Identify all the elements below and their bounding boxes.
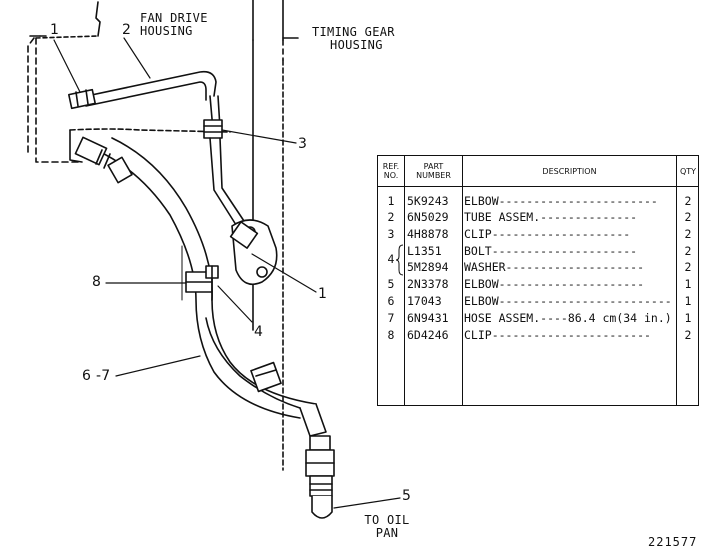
- callout-5: 5: [402, 488, 412, 504]
- row-part-number: 5K9243: [407, 194, 449, 208]
- row-ref: 7: [387, 311, 395, 325]
- row-qty: 1: [684, 294, 692, 308]
- table-row: 7 6N9431 HOSE ASSEM.----86.4 cm(34 in.) …: [378, 312, 698, 325]
- leader-lines: [53, 37, 401, 509]
- callout-1-right: 1: [318, 286, 328, 302]
- table-divider-qty: [676, 156, 677, 405]
- header-qty: QTY: [679, 166, 697, 176]
- to-oil-pan-line-2: PAN: [375, 526, 399, 540]
- table-row: 8 6D4246 CLIP----------------------- 2: [378, 329, 698, 342]
- row-ref: 1: [387, 194, 395, 208]
- row-description: CLIP-----------------------: [464, 329, 651, 342]
- fan-drive-housing-line-1: FAN DRIVE: [140, 11, 208, 25]
- to-oil-pan-label: TO OIL PAN: [362, 514, 412, 540]
- callout-6-7: 6 -7: [82, 368, 111, 384]
- table-row: 1 5K9243 ELBOW----------------------- 2: [378, 195, 698, 208]
- callout-2: 2: [122, 22, 132, 38]
- table-row: 2 6N5029 TUBE ASSEM.-------------- 2: [378, 211, 698, 224]
- table-divider-ref: [404, 156, 405, 405]
- row-description: ELBOW---------------------: [464, 278, 645, 291]
- row-ref: 2: [387, 210, 395, 224]
- row-ref: 8: [387, 328, 395, 342]
- row-qty: 1: [684, 277, 692, 291]
- row-description: ELBOW-----------------------: [464, 195, 658, 208]
- callout-1-top: 1: [50, 22, 60, 38]
- hose-assembly: [74, 136, 327, 437]
- table-row: 6 17043 ELBOW------------------------- 1: [378, 295, 698, 308]
- row-qty: 2: [684, 194, 692, 208]
- row-description: HOSE ASSEM.----86.4 cm(34 in.): [464, 312, 672, 325]
- row-description: TUBE ASSEM.--------------: [464, 211, 638, 224]
- fan-drive-housing-outline: [27, 1, 231, 163]
- row-qty: 1: [684, 311, 692, 325]
- table-row: 5M2894 WASHER-------------------- 2: [378, 261, 698, 274]
- table-row: 5 2N3378 ELBOW--------------------- 1: [378, 278, 698, 291]
- row-part-number: 5M2894: [407, 260, 449, 274]
- clip-lower: [250, 361, 282, 393]
- row-ref: 6: [387, 294, 395, 308]
- callout-3: 3: [298, 136, 308, 152]
- row-description: WASHER--------------------: [464, 261, 645, 274]
- row-part-number: 4H8878: [407, 227, 449, 241]
- row-ref: 3: [387, 227, 395, 241]
- row-qty: 2: [684, 244, 692, 258]
- fan-drive-housing-label: FAN DRIVE HOUSING: [140, 12, 208, 38]
- table-row: 3 4H8878 CLIP-------------------- 2: [378, 228, 698, 241]
- row-qty: 2: [684, 210, 692, 224]
- table-divider-part: [462, 156, 463, 405]
- row-description: CLIP--------------------: [464, 228, 631, 241]
- row-qty: 2: [684, 328, 692, 342]
- tube-assembly: [68, 70, 247, 229]
- callout-8: 8: [92, 274, 102, 290]
- header-part-line-1: PART: [423, 162, 444, 171]
- header-ref-line-1: REF.: [382, 162, 400, 171]
- row-ref: 4: [387, 252, 395, 266]
- row-part-number: 6N9431: [407, 311, 449, 325]
- row-part-number: 2N3378: [407, 277, 449, 291]
- timing-gear-housing-label: TIMING GEAR HOUSING: [312, 26, 395, 52]
- elbow-to-oil-pan: [305, 435, 335, 519]
- table-row: 4 L1351 BOLT--------------------- 2: [378, 244, 698, 266]
- row-qty: 2: [684, 260, 692, 274]
- elbow-flange: [229, 219, 278, 286]
- header-ref-line-2: NO.: [383, 171, 399, 180]
- header-part-line-2: NUMBER: [416, 171, 451, 180]
- clip-upper: [185, 265, 219, 301]
- timing-gear-housing-line-2: HOUSING: [330, 38, 383, 52]
- row-description: ELBOW-------------------------: [464, 295, 672, 308]
- row-description: BOLT---------------------: [464, 245, 638, 258]
- group-brace: [396, 244, 404, 276]
- timing-gear-housing-line-1: TIMING GEAR: [312, 25, 395, 39]
- figure-number: 221577: [648, 535, 698, 549]
- to-oil-pan-line-1: TO OIL: [364, 513, 410, 527]
- fan-drive-housing-line-2: HOUSING: [140, 24, 193, 38]
- row-qty: 2: [684, 227, 692, 241]
- header-ref: REF.NO.: [378, 156, 404, 186]
- callout-4: 4: [254, 324, 264, 340]
- row-ref: 5: [387, 277, 395, 291]
- header-description: DESCRIPTION: [542, 166, 597, 176]
- row-part-number: L1351: [407, 244, 442, 258]
- row-part-number: 6D4246: [407, 328, 449, 342]
- row-part-number: 6N5029: [407, 210, 449, 224]
- row-part-number: 17043: [407, 294, 442, 308]
